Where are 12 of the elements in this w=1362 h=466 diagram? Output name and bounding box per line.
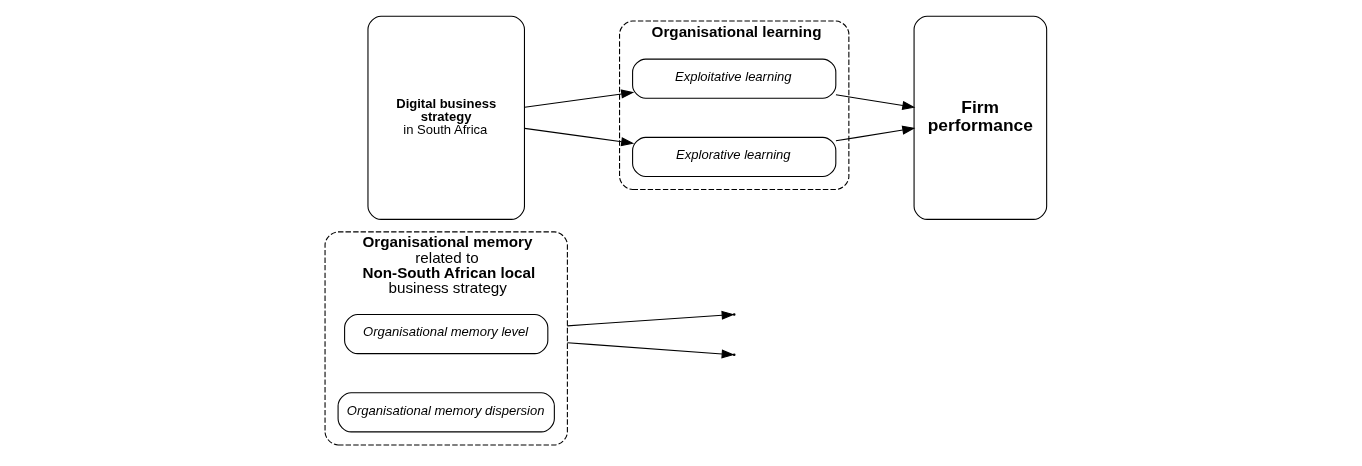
- arrow: [523, 89, 634, 108]
- node-box: Organisational memory dispersion: [337, 392, 555, 433]
- node-box: Digital business strategy in South Africa: [366, 15, 525, 220]
- node-box: Organisational memory level: [343, 313, 548, 355]
- node-box: Explorative learning: [631, 136, 836, 178]
- arrow: [834, 125, 915, 142]
- arrow: [566, 310, 735, 327]
- node-box: Firm performance: [913, 15, 1047, 220]
- arrow: [523, 127, 634, 147]
- arrow: [834, 94, 915, 110]
- arrow: [566, 342, 735, 359]
- node-box: Exploitative learning: [631, 58, 836, 99]
